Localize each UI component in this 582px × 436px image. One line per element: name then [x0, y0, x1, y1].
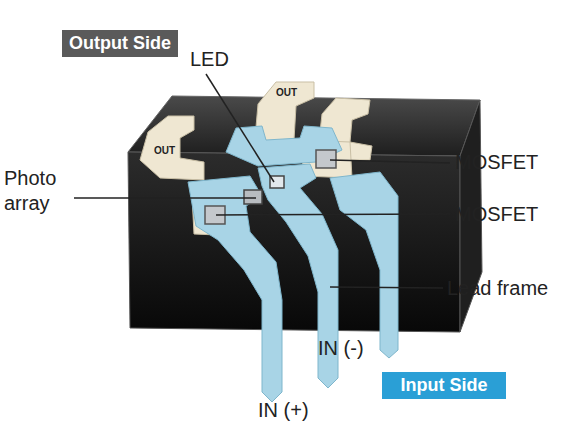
- side-tag: Input Side: [382, 372, 506, 399]
- part-name: Photo array: [4, 166, 74, 216]
- mosfet-die: [316, 150, 336, 168]
- side-tag: Output Side: [62, 30, 178, 57]
- pin-name: IN (+): [258, 398, 309, 423]
- lead-frame: [188, 176, 282, 402]
- lead-frame: [330, 172, 398, 358]
- tag-text: Output Side: [63, 33, 177, 54]
- pin-name: OUT: [276, 86, 297, 99]
- part-name: LED: [190, 47, 229, 72]
- leader-line: [206, 74, 274, 182]
- pin-name: IN (-): [318, 336, 364, 361]
- part-name: MOSFET: [455, 202, 538, 227]
- part-name: MOSFET: [455, 150, 538, 175]
- leader-line: [216, 214, 450, 215]
- leader-line: [74, 197, 256, 199]
- tag-text: Input Side: [395, 375, 494, 396]
- photo-array-die: [244, 190, 262, 204]
- output-lead: [140, 116, 204, 180]
- leader-line: [330, 287, 443, 288]
- leader-line: [330, 160, 450, 163]
- pin-name: OUT: [154, 144, 175, 157]
- part-name: Lead frame: [447, 276, 548, 301]
